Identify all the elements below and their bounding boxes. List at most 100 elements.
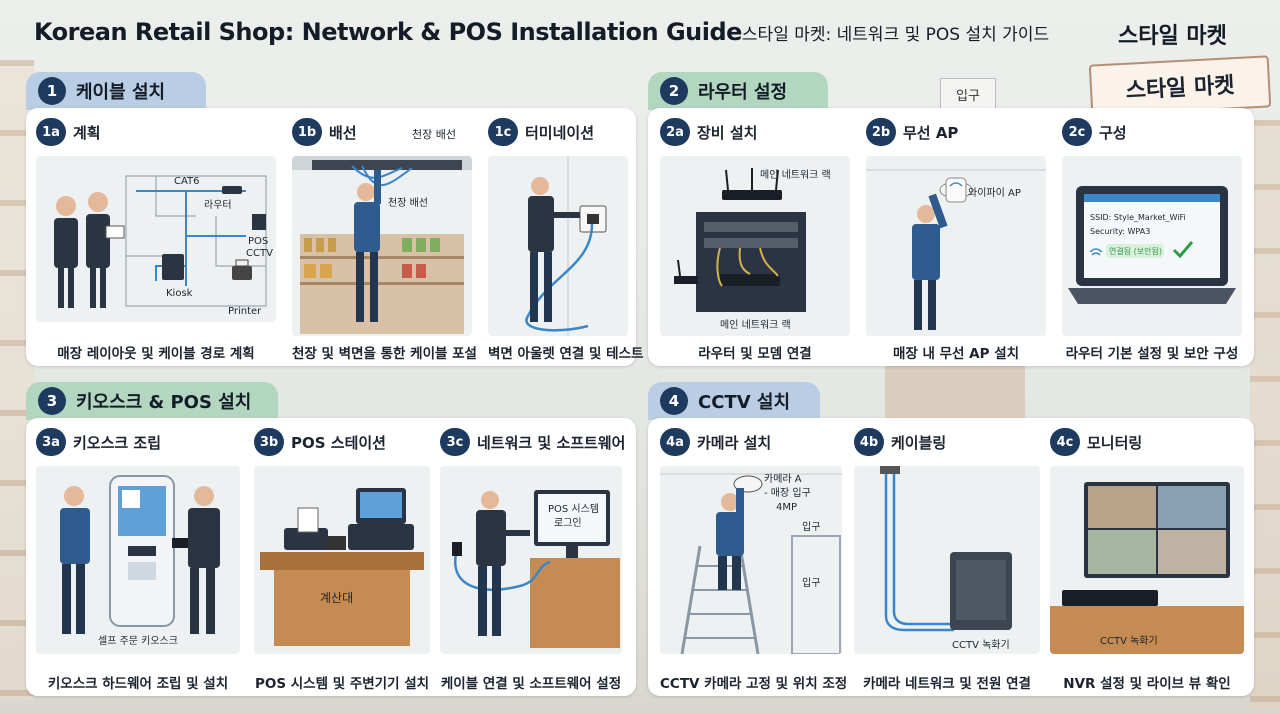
- section-4-panel: 4a 카메라 설치 카메라 A - 매장 입구 4MP 입구 입구: [648, 418, 1254, 696]
- step-1c-illustration: [488, 156, 628, 336]
- label-ceiling-wiring: 천장 배선: [388, 197, 428, 209]
- step-3a-illustration: 셀프 주문 키오스크: [36, 466, 240, 654]
- section-1-tab: 1 케이블 설치: [26, 72, 206, 110]
- label-printer: Printer: [228, 306, 262, 317]
- step-4b-caption: 카메라 네트워크 및 전원 연결: [863, 676, 1031, 692]
- step-1b: 1b 배선 천장 배선 천장 및 벽: [292, 118, 477, 362]
- step-3c-caption: 케이블 연결 및 소프트웨어 설정: [440, 676, 622, 692]
- step-2c-badge: 2c: [1062, 118, 1092, 146]
- step-3a-caption: 키오스크 하드웨어 조립 및 설치: [47, 676, 229, 692]
- section-1-number: 1: [38, 77, 66, 105]
- label-4mp: 4MP: [776, 502, 797, 513]
- step-2b-caption: 매장 내 무선 AP 설치: [892, 346, 1020, 362]
- section-2-panel: 2a 장비 설치 메인 네트워크 랙 메인 네트워크 랙 라우터 및 모뎀: [648, 108, 1254, 366]
- step-4c-illustration: CCTV 녹화기: [1050, 466, 1244, 654]
- background-entrance-sign: 입구: [940, 78, 996, 110]
- step-4c-badge: 4c: [1050, 428, 1080, 456]
- step-4a-badge: 4a: [660, 428, 690, 456]
- label-connected: 연결됨 (보안됨): [1109, 246, 1162, 256]
- step-4c-title: 모니터링: [1087, 433, 1143, 452]
- floor-plan-illustration: CAT6 라우터 POS CCTV Kiosk Printer: [36, 156, 276, 322]
- background-shelf-right: [1250, 120, 1280, 710]
- step-3b-badge: 3b: [254, 428, 284, 456]
- step-4b-badge: 4b: [854, 428, 884, 456]
- label-self-order-kiosk: 셀프 주문 키오스크: [98, 635, 178, 647]
- pos-software-illustration: POS 시스템 로그인: [440, 466, 622, 654]
- ceiling-wiring-illustration: 천장 배선: [292, 156, 472, 336]
- step-3a-title: 키오스크 조립: [73, 433, 162, 452]
- step-3c-illustration: POS 시스템 로그인: [440, 466, 622, 654]
- step-2a-caption: 라우터 및 모뎀 연결: [698, 346, 812, 362]
- label-main-rack-top: 메인 네트워크 랙: [760, 168, 831, 181]
- step-2a-badge: 2a: [660, 118, 690, 146]
- step-4a-title: 카메라 설치: [697, 433, 772, 452]
- brand-name: 스타일 마켓: [1118, 24, 1227, 49]
- pos-station-illustration: 계산대: [254, 466, 430, 654]
- section-3-number: 3: [38, 387, 66, 415]
- step-1a-title: 계획: [73, 123, 101, 142]
- label-cctv-recorder-4b: CCTV 녹화기: [952, 639, 1010, 651]
- label-store-entrance: - 매장 입구: [764, 486, 811, 499]
- section-2-number: 2: [660, 77, 688, 105]
- label-entrance-door: 입구: [802, 576, 820, 589]
- step-4b-title: 케이블링: [891, 433, 947, 452]
- background-cabinet: [885, 365, 1025, 420]
- step-4a: 4a 카메라 설치 카메라 A - 매장 입구 4MP 입구 입구: [660, 428, 847, 692]
- label-pos: POS: [248, 236, 268, 247]
- step-1a-caption: 매장 레이아웃 및 케이블 경로 계획: [57, 346, 255, 362]
- step-2b-illustration: 와이파이 AP: [866, 156, 1046, 336]
- title-english: Korean Retail Shop: Network & POS Instal…: [34, 18, 742, 46]
- step-1a-badge: 1a: [36, 118, 66, 146]
- section-1-panel: 1a 계획 CAT6 라우터 POS CCTV: [26, 108, 643, 366]
- label-router: 라우터: [204, 199, 232, 211]
- step-2b-title: 무선 AP: [903, 123, 959, 142]
- section-4-tab: 4 CCTV 설치: [648, 382, 820, 420]
- label-main-rack-bottom: 메인 네트워크 랙: [720, 318, 791, 331]
- step-1c-badge: 1c: [488, 118, 518, 146]
- step-3b-caption: POS 시스템 및 주변기기 설치: [254, 676, 430, 692]
- camera-cabling-illustration: CCTV 녹화기: [854, 466, 1040, 654]
- step-3c: 3c 네트워크 및 소프트웨어 POS 시스템 로그인 케이블 연결 및 소프트…: [440, 428, 626, 692]
- label-camera-a: 카메라 A: [764, 473, 802, 485]
- step-1c: 1c 터미네이션 벽면 아울렛 연결 및 테스트: [488, 118, 643, 362]
- label-kiosk: Kiosk: [166, 288, 193, 299]
- network-rack-illustration: 메인 네트워크 랙 메인 네트워크 랙: [660, 156, 850, 336]
- step-3a-badge: 3a: [36, 428, 66, 456]
- section-3-panel: 3a 키오스크 조립 셀프 주문 키오스크 키오스크 하드웨어 조립 및: [26, 418, 636, 696]
- label-pos-system: POS 시스템: [548, 503, 599, 515]
- step-1b-illustration: 천장 배선: [292, 156, 472, 336]
- label-security: Security: WPA3: [1090, 227, 1150, 236]
- step-2a-illustration: 메인 네트워크 랙 메인 네트워크 랙: [660, 156, 850, 336]
- step-4c-caption: NVR 설정 및 라이브 뷰 확인: [1063, 676, 1231, 692]
- step-3c-title: 네트워크 및 소프트웨어: [477, 433, 626, 452]
- section-2-tab: 2 라우터 설정: [648, 72, 828, 110]
- step-4b: 4b 케이블링 CCTV 녹화기 카메라 네트워크 및 전원 연결: [854, 428, 1040, 692]
- step-2a-title: 장비 설치: [697, 123, 758, 142]
- label-counter: 계산대: [320, 591, 353, 605]
- label-wifi-ap: 와이파이 AP: [968, 187, 1021, 199]
- step-1c-title: 터미네이션: [525, 123, 595, 142]
- label-ceiling-wiring-top: 천장 배선: [412, 128, 456, 141]
- label-cctv: CCTV: [246, 248, 273, 259]
- step-2b: 2b 무선 AP 와이파이 AP 매장 내 무선 AP 설치: [866, 118, 1046, 362]
- laptop-config-illustration: SSID: Style_Market_WiFi Security: WPA3 연…: [1062, 156, 1242, 336]
- step-2c: 2c 구성 SSID: Style_Market_WiFi Security: …: [1062, 118, 1242, 362]
- step-4a-illustration: 카메라 A - 매장 입구 4MP 입구 입구: [660, 466, 842, 654]
- section-4-title: CCTV 설치: [698, 392, 791, 413]
- step-2b-badge: 2b: [866, 118, 896, 146]
- step-3c-badge: 3c: [440, 428, 470, 456]
- nvr-monitor-illustration: CCTV 녹화기: [1050, 466, 1244, 654]
- label-cat6: CAT6: [174, 176, 200, 187]
- step-4c: 4c 모니터링 CCTV 녹화기 NVR 설정 및 라이브 뷰 확인: [1050, 428, 1244, 692]
- step-1b-caption: 천장 및 벽면을 통한 케이블 포설: [292, 346, 477, 362]
- step-3b: 3b POS 스테이션 계산대 POS 시스템 및 주변기기 설치: [254, 428, 430, 692]
- step-3a: 3a 키오스크 조립 셀프 주문 키오스크 키오스크 하드웨어 조립 및: [36, 428, 240, 692]
- page-title: Korean Retail Shop: Network & POS Instal…: [34, 18, 1049, 46]
- wall-outlet-illustration: [488, 156, 628, 336]
- section-3-tab: 3 키오스크 & POS 설치: [26, 382, 278, 420]
- step-2c-illustration: SSID: Style_Market_WiFi Security: WPA3 연…: [1062, 156, 1242, 336]
- step-2a: 2a 장비 설치 메인 네트워크 랙 메인 네트워크 랙 라우터 및 모뎀: [660, 118, 850, 362]
- step-1b-badge: 1b: [292, 118, 322, 146]
- wifi-ap-illustration: 와이파이 AP: [866, 156, 1046, 336]
- kiosk-illustration: 셀프 주문 키오스크: [36, 466, 240, 654]
